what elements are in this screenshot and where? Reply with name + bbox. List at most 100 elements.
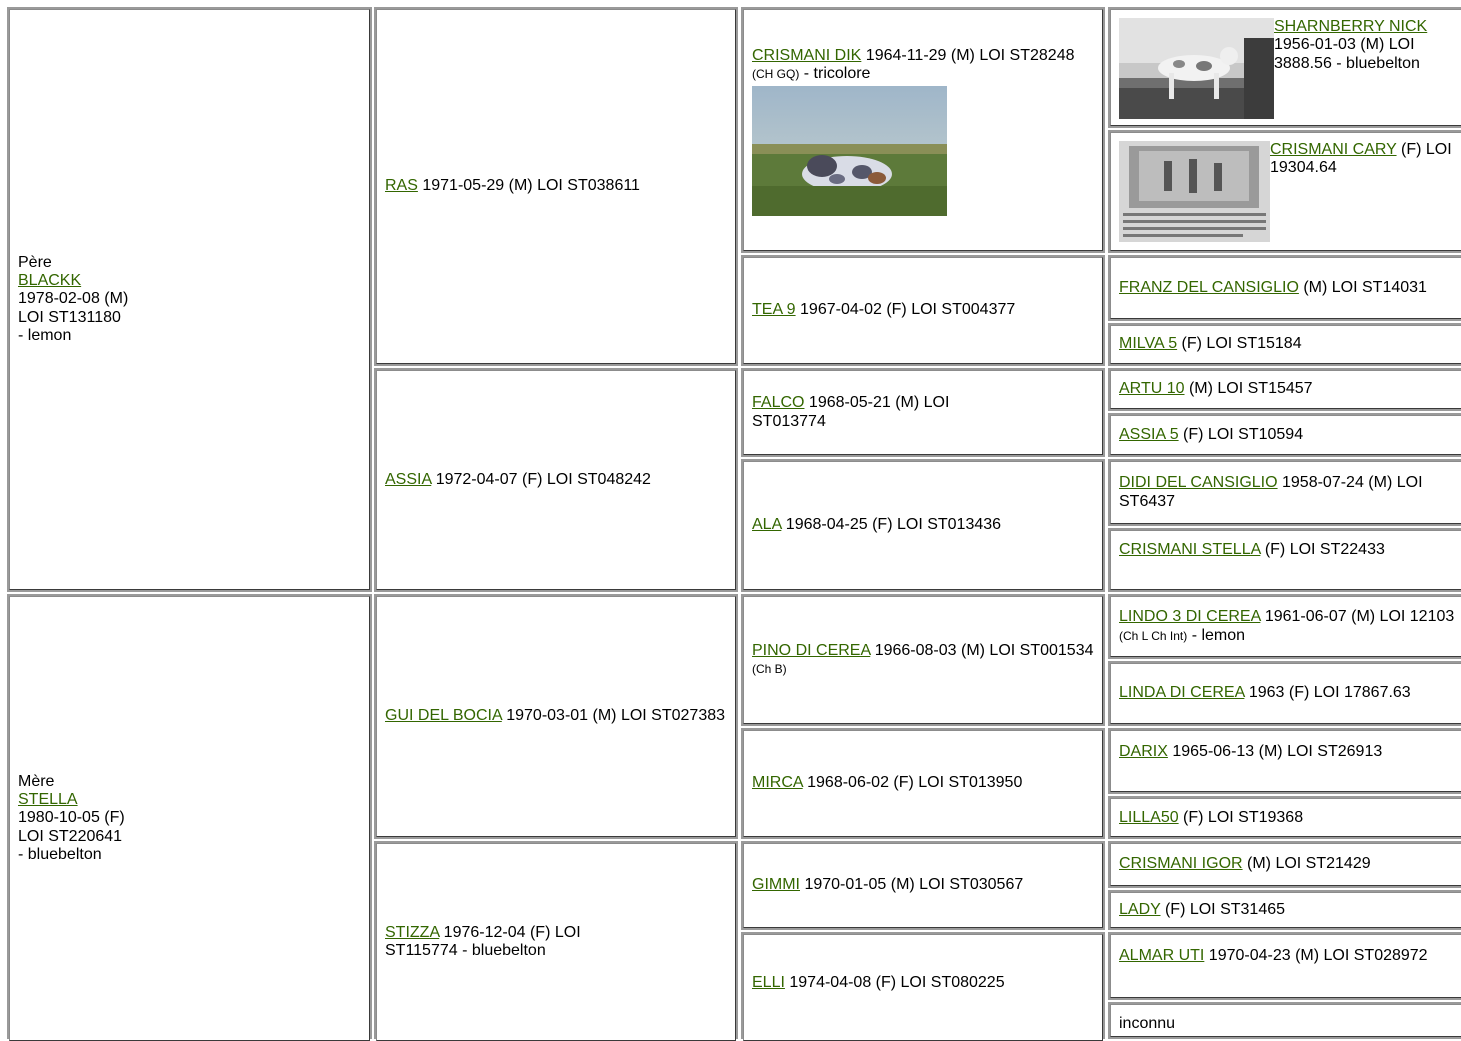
title-badge: (Ch L Ch Int) [1119, 628, 1188, 643]
g4-cell: CRISMANI CARY (F) LOI 19304.64 [1110, 132, 1461, 251]
father-role: Père [18, 253, 52, 271]
g4-cell: DARIX 1965-06-13 (M) LOI ST26913 [1110, 730, 1461, 792]
ancestor-link[interactable]: DIDI DEL CANSIGLIO [1119, 474, 1278, 492]
ancestor-details: (F) LOI ST15184 [1177, 335, 1302, 353]
ancestor-link[interactable]: STIZZA [385, 923, 440, 941]
dog-photo [752, 85, 947, 216]
mother-color: - bluebelton [18, 846, 102, 864]
ancestor-details: 1971-05-29 (M) LOI ST038611 [417, 177, 640, 195]
ancestor-link[interactable]: ARTU 10 [1119, 380, 1185, 398]
ancestor-link[interactable]: LINDA DI CEREA [1119, 684, 1245, 702]
ancestor-details: 1970-03-01 (M) LOI ST027383 [501, 707, 726, 725]
ancestor-link[interactable]: ASSIA 5 [1119, 425, 1179, 443]
ancestor-details: 1968-06-02 (F) LOI ST013950 [802, 774, 1023, 792]
great-grandparent-cell: ELLI 1974-04-08 (F) LOI ST080225 [743, 934, 1103, 1041]
g4-cell: MILVA 5 (F) LOI ST15184 [1110, 325, 1461, 364]
ancestor-link[interactable]: GUI DEL BOCIA [385, 707, 502, 725]
g4-cell: LILLA50 (F) LOI ST19368 [1110, 798, 1461, 837]
ancestor-link[interactable]: LADY [1119, 900, 1161, 918]
g4-cell: DIDI DEL CANSIGLIO 1958-07-24 (M) LOI ST… [1110, 461, 1461, 524]
title-badge: (Ch B) [752, 662, 787, 677]
ancestor-details: 1963 (F) LOI 17867.63 [1244, 684, 1411, 702]
mother-birth: 1980-10-05 (F) [18, 809, 125, 827]
father-registry: LOI ST131180 [18, 308, 121, 326]
ancestor-link[interactable]: GIMMI [752, 876, 800, 894]
ancestor-details: 1966-08-03 (M) LOI ST001534 [870, 642, 1094, 659]
mother-registry: LOI ST220641 [18, 827, 123, 845]
ancestor-link[interactable]: CRISMANI STELLA [1119, 541, 1261, 558]
father-cell: Père BLACKK 1978-02-08 (M) LOI ST131180 … [9, 9, 370, 590]
grandparent-cell: RAS 1971-05-29 (M) LOI ST038611 [376, 9, 736, 364]
ancestor-details: (F) LOI ST31465 [1160, 900, 1286, 918]
ancestor-link[interactable]: ALMAR UTI [1119, 947, 1205, 964]
father-color: - lemon [18, 327, 72, 345]
ancestor-details: 1958-07-24 (M) LOI ST6437 [1119, 474, 1423, 510]
father-link[interactable]: BLACKK [18, 271, 82, 289]
ancestor-color: - lemon [1187, 626, 1246, 644]
great-grandparent-cell: GIMMI 1970-01-05 (M) LOI ST030567 [743, 843, 1103, 928]
mother-role: Mère [18, 772, 55, 790]
father-birth: 1978-02-08 (M) [18, 290, 129, 308]
ancestor-details: 1967-04-02 (F) LOI ST004377 [795, 301, 1016, 319]
g4-cell: ARTU 10 (M) LOI ST15457 [1110, 370, 1461, 409]
great-grandparent-cell: PINO DI CEREA 1966-08-03 (M) LOI ST00153… [743, 596, 1103, 724]
ancestor-details: (F) LOI 19304.64 [1270, 141, 1452, 177]
ancestor-details: 1961-06-07 (M) LOI 12103 [1260, 608, 1455, 626]
ancestor-color: - tricolore [799, 65, 871, 83]
g4-cell: inconnu [1110, 1004, 1461, 1037]
ancestor-link[interactable]: PINO DI CEREA [752, 642, 871, 659]
grandparent-cell: GUI DEL BOCIA 1970-03-01 (M) LOI ST02738… [376, 596, 736, 837]
great-grandparent-cell: TEA 9 1967-04-02 (F) LOI ST004377 [743, 257, 1103, 364]
grandparent-cell: ASSIA 1972-04-07 (F) LOI ST048242 [376, 370, 736, 590]
g4-cell: LINDO 3 DI CEREA 1961-06-07 (M) LOI 1210… [1110, 596, 1461, 657]
great-grandparent-cell: FALCO 1968-05-21 (M) LOI ST013774 [743, 370, 1103, 455]
great-grandparent-cell: ALA 1968-04-25 (F) LOI ST013436 [743, 461, 1103, 590]
mother-cell: Mère STELLA 1980-10-05 (F) LOI ST220641 … [9, 596, 370, 1041]
ancestor-details: 1965-06-13 (M) LOI ST26913 [1167, 743, 1383, 760]
ancestor-link[interactable]: FRANZ DEL CANSIGLIO [1119, 278, 1299, 296]
grandparent-cell: STIZZA 1976-12-04 (F) LOI ST115774 - blu… [376, 843, 736, 1041]
great-grandparent-cell: CRISMANI DIK 1964-11-29 (M) LOI ST28248 … [743, 9, 1103, 251]
ancestor-link[interactable]: TEA 9 [752, 301, 796, 319]
ancestor-link[interactable]: SHARNBERRY NICK [1274, 18, 1428, 35]
ancestor-link[interactable]: MIRCA [752, 774, 803, 792]
g4-cell: LADY (F) LOI ST31465 [1110, 892, 1461, 928]
ancestor-link[interactable]: DARIX [1119, 743, 1168, 760]
newspaper-photo [1119, 141, 1270, 242]
ancestor-link[interactable]: ASSIA [385, 470, 432, 488]
ancestor-details: 1968-04-25 (F) LOI ST013436 [781, 516, 1002, 534]
ancestor-details: (F) LOI ST10594 [1178, 425, 1304, 443]
ancestor-details: 1956-01-03 (M) LOI 3888.56 - bluebelton [1274, 36, 1420, 72]
g4-cell: ASSIA 5 (F) LOI ST10594 [1110, 415, 1461, 455]
ancestor-link[interactable]: RAS [385, 177, 418, 195]
ancestor-link[interactable]: FALCO [752, 394, 805, 412]
ancestor-details: (F) LOI ST19368 [1178, 809, 1304, 826]
ancestor-link[interactable]: ELLI [752, 974, 785, 992]
ancestor-link[interactable]: LINDO 3 DI CEREA [1119, 608, 1261, 626]
ancestor-link[interactable]: LILLA50 [1119, 809, 1179, 826]
ancestor-link[interactable]: CRISMANI DIK [752, 47, 862, 64]
ancestor-link[interactable]: MILVA 5 [1119, 335, 1178, 353]
ancestor-details: 1974-04-08 (F) LOI ST080225 [784, 974, 1005, 992]
ancestor-details: 1970-01-05 (M) LOI ST030567 [800, 876, 1024, 894]
ancestor-details: 1970-04-23 (M) LOI ST028972 [1204, 947, 1428, 964]
g4-cell: LINDA DI CEREA 1963 (F) LOI 17867.63 [1110, 663, 1461, 724]
ancestor-details: 1968-05-21 (M) LOI ST013774 [752, 394, 950, 430]
g4-cell: CRISMANI IGOR (M) LOI ST21429 [1110, 843, 1461, 886]
ancestor-details: 1976-12-04 (F) LOI ST115774 - bluebelton [385, 923, 581, 959]
mother-link[interactable]: STELLA [18, 790, 78, 808]
ancestor-details: (M) LOI ST14031 [1298, 278, 1427, 296]
g4-cell: SHARNBERRY NICK 1956-01-03 (M) LOI 3888.… [1110, 9, 1461, 126]
ancestor-link[interactable]: ALA [752, 516, 782, 534]
ancestor-details: 1972-04-07 (F) LOI ST048242 [431, 470, 651, 488]
unknown-ancestor: inconnu [1119, 1015, 1176, 1032]
ancestor-link[interactable]: CRISMANI IGOR [1119, 855, 1243, 873]
g4-cell: CRISMANI STELLA (F) LOI ST22433 [1110, 530, 1461, 590]
dog-photo [1119, 18, 1274, 119]
ancestor-details: (F) LOI ST22433 [1260, 541, 1385, 558]
ancestor-details: 1964-11-29 (M) LOI ST28248 [861, 47, 1075, 64]
great-grandparent-cell: MIRCA 1968-06-02 (F) LOI ST013950 [743, 730, 1103, 837]
ancestor-details: (M) LOI ST21429 [1242, 855, 1371, 873]
title-badge: (CH GQ) [752, 67, 800, 82]
ancestor-link[interactable]: CRISMANI CARY [1270, 141, 1397, 158]
